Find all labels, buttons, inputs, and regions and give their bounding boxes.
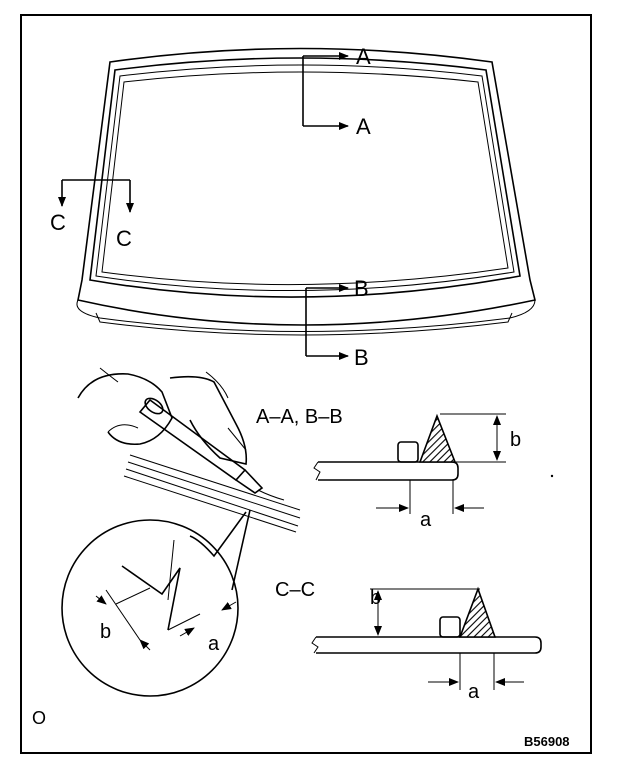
cc-dim-a: a (468, 681, 480, 703)
section-line-a (302, 52, 349, 130)
detail-title-ab: A–A, B–B (256, 406, 343, 428)
detail-cc-profile (311, 586, 542, 690)
section-line-b (305, 284, 349, 360)
zoom-dim-b: b (100, 621, 111, 643)
zoom-dim-a: a (208, 633, 220, 655)
detail-ab-profile (313, 413, 554, 514)
section-line-c (58, 179, 134, 213)
section-label-c-right: C (116, 226, 132, 251)
section-label-b-bottom: B (354, 345, 369, 370)
magnifier-callout (61, 509, 251, 697)
corner-mark: O (32, 708, 46, 728)
adhesive-bead-ab (418, 413, 457, 463)
sealant-gun-illustration (77, 367, 301, 533)
spacer-block (397, 441, 419, 463)
adhesive-bead-cc (458, 586, 497, 638)
ab-dim-a: a (420, 509, 432, 531)
detail-title-cc: C–C (275, 579, 315, 601)
section-label-c-left: C (50, 210, 66, 235)
windshield-glass (76, 47, 536, 336)
magnifier-circle (61, 519, 239, 697)
cc-dim-b: b (370, 587, 381, 609)
spacer-block-cc (439, 616, 461, 638)
section-label-a-bottom: A (356, 114, 371, 139)
ab-dim-b: b (510, 429, 521, 451)
figure-code: B56908 (524, 734, 570, 749)
section-label-b-top: B (354, 276, 369, 301)
section-label-a-top: A (356, 44, 371, 69)
